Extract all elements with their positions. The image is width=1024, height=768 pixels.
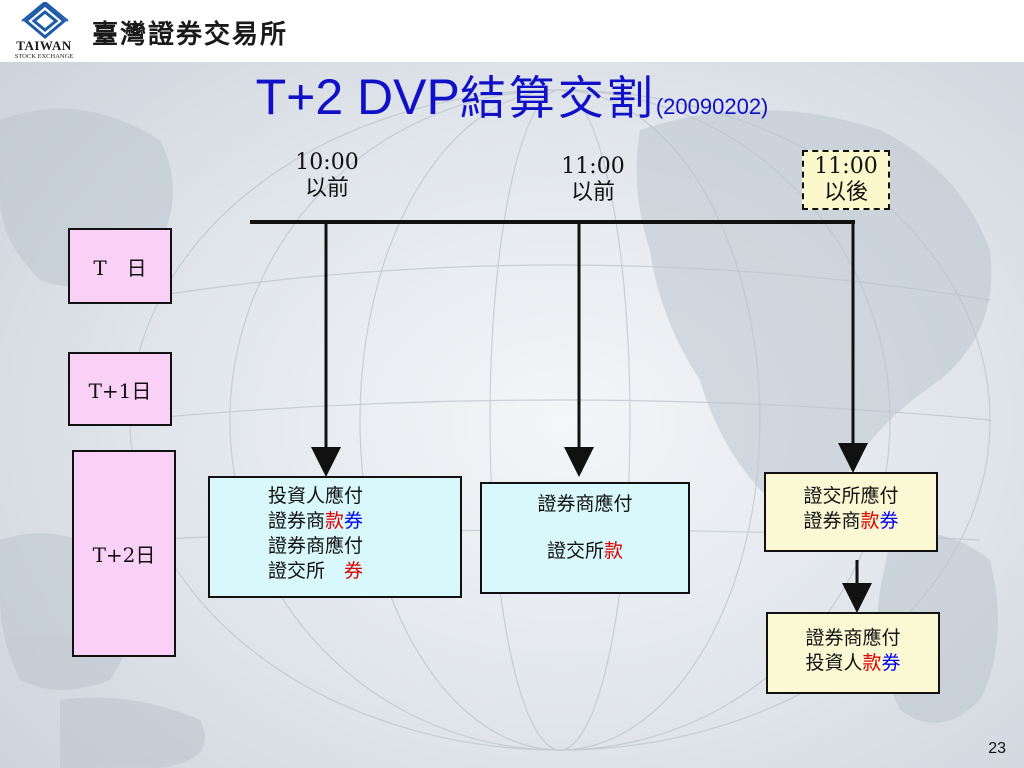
time-label-1100-after: 11:00 以後 [802, 150, 890, 210]
tse-logo [4, 0, 86, 62]
box-line: 證券商應付 [268, 535, 364, 557]
time-label-1000: 10:00 以前 [282, 150, 372, 202]
box-line: 證交所款 [482, 539, 688, 564]
money-text: 款 [862, 652, 882, 674]
diamond-logo-icon [21, 0, 69, 39]
time-note: 以前 [570, 180, 615, 205]
text-fragment: 證交所 [268, 560, 345, 582]
settlement-box-1100-after: 證交所應付 證券商款券 [764, 472, 938, 552]
time-value: 11:00 [814, 154, 878, 179]
money-text: 款 [604, 540, 624, 562]
box-line: 證交所 券 [268, 559, 460, 584]
header-band [0, 0, 1024, 62]
text-fragment: 證券商 [268, 510, 326, 532]
box-line: 證券商應付 [537, 493, 633, 515]
money-text: 款 [860, 510, 880, 532]
securities-text: 券 [344, 560, 364, 582]
time-note: 以後 [823, 180, 868, 205]
securities-text: 券 [881, 652, 901, 674]
page-title: T+2 DVP結算交割(20090202) [0, 62, 1024, 128]
box-line: 證交所應付 [803, 485, 899, 507]
time-value: 10:00 [295, 150, 359, 175]
box-line: 投資人應付 [268, 485, 364, 507]
time-label-1100-before: 11:00 以前 [548, 154, 638, 206]
box-line: 投資人款券 [768, 651, 938, 676]
text-fragment: 投資人 [805, 652, 863, 674]
title-date: (20090202) [655, 94, 769, 119]
text-fragment: 證券商 [803, 510, 861, 532]
organization-name: 臺灣證券交易所 [92, 20, 289, 50]
money-text: 款 [325, 510, 345, 532]
securities-text: 券 [879, 510, 899, 532]
box-line: 證券商應付 [805, 627, 901, 649]
title-main: T+2 DVP [255, 69, 460, 125]
text-fragment: 證交所 [546, 540, 604, 562]
securities-text: 券 [344, 510, 364, 532]
page-number: 23 [988, 740, 1006, 757]
box-line: 證券商款券 [268, 509, 460, 534]
settlement-box-1100-before: 證券商應付 證交所款 [480, 482, 690, 594]
time-value: 11:00 [561, 154, 625, 179]
logo-text: TAIWAN [16, 38, 72, 53]
time-note: 以前 [304, 176, 349, 201]
logo-subtext: STOCK EXCHANGE [14, 53, 74, 60]
day-box-t2: T+2日 [72, 450, 176, 657]
title-cjk: 結算交割 [459, 71, 656, 125]
settlement-box-1000: 投資人應付 證券商款券 證券商應付 證交所 券 [208, 476, 462, 598]
settlement-box-investor: 證券商應付 投資人款券 [766, 612, 940, 694]
day-box-t1: T+1日 [68, 352, 172, 426]
box-line: 證券商款券 [766, 509, 936, 534]
day-box-t: T 日 [68, 228, 172, 304]
